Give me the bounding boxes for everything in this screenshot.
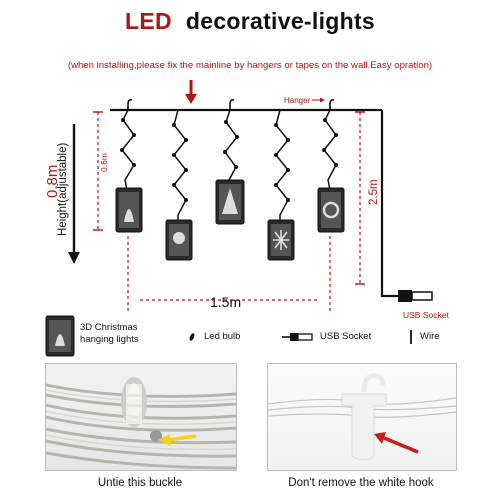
hanger-icon [127, 99, 335, 110]
right-photo-caption: Don't remove the white hook [288, 477, 434, 489]
christmas-light-icon [45, 315, 75, 357]
mainline-arrow [185, 80, 197, 104]
buckle-photo [45, 363, 237, 471]
usb-plug-icon [398, 290, 433, 302]
legend-christmas-line1: 3D Christmas [80, 322, 138, 333]
legend-christmas-line2: hanging lights [80, 334, 139, 345]
white-hook-photo [267, 363, 457, 471]
height-value: 0.8m [44, 165, 61, 198]
measurement-ticks [93, 111, 365, 285]
measurement-guides [97, 112, 361, 312]
title-rest: decorative-lights [185, 8, 376, 34]
page-title: LED decorative-lights [0, 8, 500, 35]
left-photo-caption: Untie this buckle [97, 477, 183, 489]
installation-note: (when installing,please fix the mainline… [67, 60, 433, 71]
legend-led-bulb: Led bulb [204, 331, 241, 342]
hanger-label: Hanger [284, 96, 311, 105]
cord-length-label: 2.5m [368, 179, 380, 205]
legend-usb-socket: USB Socket [320, 331, 372, 342]
christmas-ornament-panels [115, 179, 345, 261]
led-bulb-marks [120, 118, 338, 202]
led-bulb-icon [189, 333, 195, 341]
usb-socket-icon [282, 333, 313, 341]
legend-wire: Wire [420, 331, 440, 342]
height-label: Height(adjustable) [57, 142, 69, 236]
usb-cord [380, 110, 398, 298]
title-highlight: LED [124, 8, 172, 34]
width-label: 1.5m [210, 294, 241, 310]
drop-label: 0.6m [99, 153, 109, 172]
usb-socket-label: USB Socket [403, 310, 449, 320]
